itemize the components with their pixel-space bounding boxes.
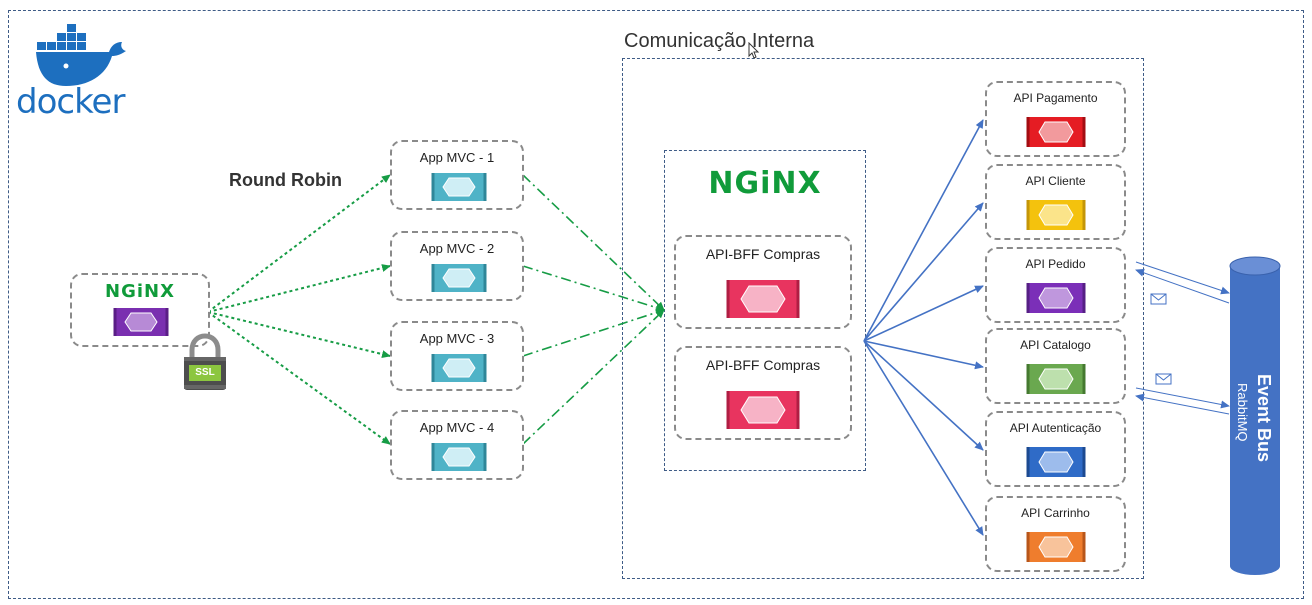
bff-label: API-BFF Compras <box>705 246 821 262</box>
api-autenticacao-card: API Autenticação <box>985 411 1126 487</box>
arrow-bff-autenticacao <box>863 340 984 451</box>
envelope-icon <box>1150 293 1167 305</box>
bff-service-icon <box>726 280 800 318</box>
arrow-gateway-app4 <box>207 311 391 445</box>
api-label: API Pedido <box>1025 257 1086 271</box>
docker-whale-icon <box>36 24 126 86</box>
arrow-pedido-bus <box>1135 261 1230 295</box>
app-mvc-label: App MVC - 1 <box>419 150 495 165</box>
docker-wordmark: docker <box>16 82 125 122</box>
round-robin-arrows <box>207 174 391 445</box>
docker-host-frame <box>8 10 1304 599</box>
app-service-icon <box>431 264 487 292</box>
api-service-icon <box>1026 532 1086 562</box>
bff-to-api-arrows <box>863 119 984 536</box>
internal-communication-title: Comunicação Interna <box>624 30 815 52</box>
arrow-bff-cliente <box>863 202 984 342</box>
api-cliente-card: API Cliente <box>985 164 1126 240</box>
docker-logo: docker <box>14 18 138 122</box>
event-bus-arrows <box>1135 261 1230 415</box>
bff-service-icon <box>726 391 800 429</box>
arrow-gateway-app3 <box>207 311 391 359</box>
app-mvc-3-card: App MVC - 3 <box>390 321 524 391</box>
app-mvc-label: App MVC - 4 <box>419 420 495 435</box>
bff-compras-2-card: API-BFF Compras <box>674 346 852 440</box>
app-service-icon <box>431 354 487 382</box>
round-robin-label: Round Robin <box>229 170 342 190</box>
api-pedido-card: API Pedido <box>985 247 1126 323</box>
arrow-bus-catalogo <box>1135 393 1230 415</box>
bff-nginx-logo: NGiNX <box>708 166 822 201</box>
api-carrinho-card: API Carrinho <box>985 496 1126 572</box>
api-label: API Catalogo <box>1020 338 1091 352</box>
app-service-icon <box>431 443 487 471</box>
api-label: API Autenticação <box>1009 421 1102 435</box>
arrow-bff-carrinho <box>863 340 984 536</box>
internal-communication-frame <box>622 58 1144 579</box>
api-service-icon <box>1026 447 1086 477</box>
api-service-icon <box>1026 117 1086 147</box>
app-mvc-2-card: App MVC - 2 <box>390 231 524 301</box>
arrow-app1-bff <box>522 174 665 311</box>
message-envelopes <box>1150 293 1172 385</box>
ssl-label: SSL <box>195 367 215 378</box>
bff-label: API-BFF Compras <box>705 357 821 373</box>
arrow-gateway-app1 <box>207 174 391 313</box>
api-service-icon <box>1026 283 1086 313</box>
api-catalogo-card: API Catalogo <box>985 328 1126 404</box>
app-mvc-label: App MVC - 3 <box>419 331 495 346</box>
arrow-app4-bff <box>522 309 665 445</box>
gateway-card: NGiNX <box>70 273 210 347</box>
arrow-bus-pedido <box>1135 268 1230 304</box>
app-mvc-4-card: App MVC - 4 <box>390 410 524 480</box>
app-mvc-label: App MVC - 2 <box>419 241 495 256</box>
api-service-icon <box>1026 200 1086 230</box>
arrow-bff-pedido <box>863 285 984 342</box>
api-pagamento-card: API Pagamento <box>985 81 1126 157</box>
event-bus: Event Bus RabbitMQ <box>1229 256 1281 576</box>
app-to-bff-arrows <box>522 174 665 445</box>
mouse-cursor-icon <box>748 42 760 59</box>
api-service-icon <box>1026 364 1086 394</box>
arrow-app3-bff <box>522 308 665 357</box>
event-bus-title: Event Bus <box>1254 374 1274 463</box>
event-bus-subtitle: RabbitMQ <box>1235 383 1250 442</box>
gateway-nginx-logo: NGiNX <box>105 281 175 302</box>
arrow-bff-catalogo <box>863 340 984 370</box>
event-bus-cylinder <box>1229 256 1281 575</box>
app-mvc-1-card: App MVC - 1 <box>390 140 524 210</box>
app-service-icon <box>431 173 487 201</box>
ssl-lock: SSL <box>181 333 229 391</box>
arrow-gateway-app2 <box>207 264 391 313</box>
arrow-app2-bff <box>522 265 665 312</box>
padlock-icon <box>184 333 226 390</box>
arrow-catalogo-bus <box>1135 387 1230 409</box>
gateway-service-icon <box>113 308 169 336</box>
api-label: API Pagamento <box>1013 91 1098 105</box>
api-label: API Carrinho <box>1021 506 1090 520</box>
bff-compras-1-card: API-BFF Compras <box>674 235 852 329</box>
api-label: API Cliente <box>1025 174 1086 188</box>
arrow-bff-pagamento <box>863 119 984 342</box>
envelope-icon <box>1155 373 1172 385</box>
